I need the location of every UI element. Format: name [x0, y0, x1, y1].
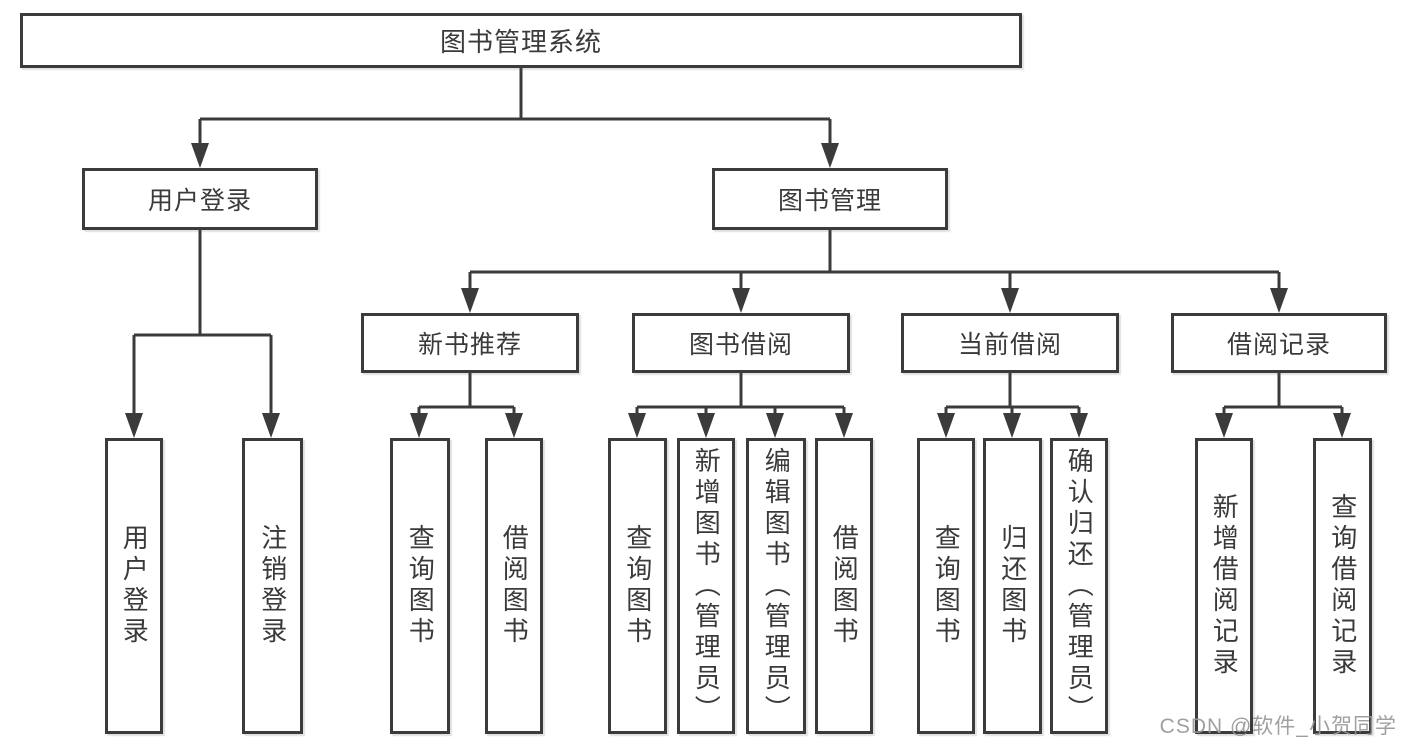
leaf-borrow-books-recommend-label: 借阅图书	[499, 524, 530, 648]
leaf-query-books-borrow-label: 查询图书	[622, 524, 653, 648]
node-current-borrow: 当前借阅	[901, 313, 1119, 373]
leaf-confirm-return-admin-label: 确认归还（管理员）	[1064, 446, 1095, 726]
csdn-watermark: CSDN @软件_小贺同学	[1159, 715, 1397, 738]
leaf-query-books-recommend: 查询图书	[390, 438, 450, 734]
node-root: 图书管理系统	[20, 13, 1022, 68]
leaf-user-login-label: 用户登录	[119, 524, 150, 648]
leaf-edit-books-admin-label: 编辑图书（管理员）	[761, 446, 792, 726]
leaf-logout: 注销登录	[242, 438, 303, 734]
node-borrow-records: 借阅记录	[1171, 313, 1387, 373]
leaf-query-borrow-record-label: 查询借阅记录	[1327, 493, 1358, 679]
leaf-borrow-books: 借阅图书	[815, 438, 873, 734]
node-new-book-recommend: 新书推荐	[361, 313, 579, 373]
leaf-borrow-books-recommend: 借阅图书	[485, 438, 543, 734]
leaf-add-books-admin-label: 新增图书（管理员）	[691, 446, 722, 726]
leaf-return-books: 归还图书	[983, 438, 1042, 734]
leaf-query-borrow-record: 查询借阅记录	[1313, 438, 1372, 734]
leaf-user-login: 用户登录	[105, 438, 163, 734]
leaf-query-books-recommend-label: 查询图书	[405, 524, 436, 648]
node-user-login: 用户登录	[82, 168, 318, 230]
leaf-logout-label: 注销登录	[257, 524, 288, 648]
leaf-return-books-label: 归还图书	[997, 524, 1028, 648]
leaf-add-borrow-record: 新增借阅记录	[1195, 438, 1253, 734]
leaf-borrow-books-label: 借阅图书	[829, 524, 860, 648]
arrowheads	[125, 143, 1351, 438]
leaf-query-books-current-label: 查询图书	[931, 524, 962, 648]
leaf-edit-books-admin: 编辑图书（管理员）	[746, 438, 806, 734]
node-book-management: 图书管理	[712, 168, 948, 230]
node-book-borrow: 图书借阅	[632, 313, 850, 373]
leaf-query-books-current: 查询图书	[917, 438, 975, 734]
leaf-confirm-return-admin: 确认归还（管理员）	[1050, 438, 1108, 734]
leaf-add-borrow-record-label: 新增借阅记录	[1209, 493, 1240, 679]
leaf-add-books-admin: 新增图书（管理员）	[677, 438, 735, 734]
leaf-query-books-borrow: 查询图书	[608, 438, 667, 734]
